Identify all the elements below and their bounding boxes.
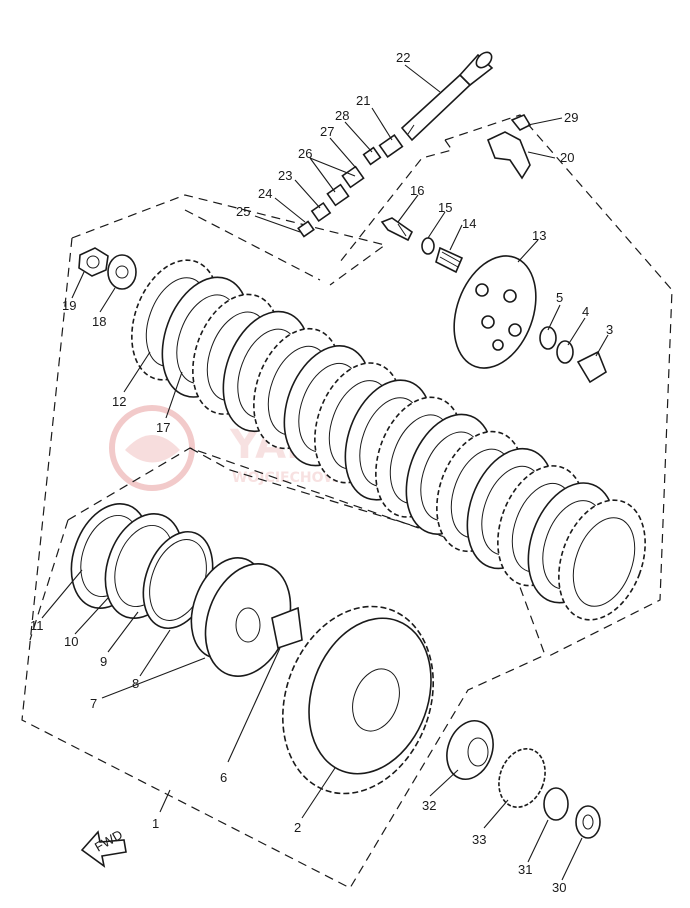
friction-plate xyxy=(558,499,646,621)
primary-driven-gear xyxy=(281,605,435,795)
bolt-spring-set xyxy=(380,217,464,274)
callout-10: 10 xyxy=(64,634,78,649)
callout-28: 28 xyxy=(335,108,349,123)
callout-16: 16 xyxy=(410,183,424,198)
clutch-plate-stack xyxy=(131,259,646,621)
callout-8: 8 xyxy=(132,676,139,691)
damper-springs xyxy=(70,502,214,630)
callout-4: 4 xyxy=(582,304,589,319)
callout-30: 30 xyxy=(552,880,566,895)
callout-numbers: 22 21 28 27 26 23 24 25 29 20 16 15 14 1… xyxy=(30,50,613,895)
callout-14: 14 xyxy=(462,216,476,231)
callout-12: 12 xyxy=(112,394,126,409)
release-lever xyxy=(486,113,532,180)
callout-2: 2 xyxy=(294,820,301,835)
plate-inner-ring xyxy=(572,517,636,607)
nut-washer xyxy=(78,247,137,290)
callout-22: 22 xyxy=(396,50,410,65)
small-bearing-parts xyxy=(297,133,404,238)
callout-29: 29 xyxy=(564,110,578,125)
callout-15: 15 xyxy=(438,200,452,215)
callout-5: 5 xyxy=(556,290,563,305)
callout-13: 13 xyxy=(532,228,546,243)
callout-11: 11 xyxy=(30,618,44,633)
push-rod-shaft xyxy=(400,51,494,142)
callout-31: 31 xyxy=(518,862,532,877)
callout-25: 25 xyxy=(236,204,250,219)
callout-3: 3 xyxy=(606,322,613,337)
callout-23: 23 xyxy=(278,168,292,183)
release-bearing-set xyxy=(539,326,607,384)
callout-6: 6 xyxy=(220,770,227,785)
callout-21: 21 xyxy=(356,93,370,108)
callout-1: 1 xyxy=(152,816,159,831)
leader-lines xyxy=(41,64,609,881)
group-outlines xyxy=(21,114,673,889)
pressure-plate xyxy=(453,255,537,369)
callout-32: 32 xyxy=(422,798,436,813)
clutch-boss xyxy=(190,556,303,677)
callout-26: 26 xyxy=(298,146,312,161)
callout-19: 19 xyxy=(62,298,76,313)
callout-9: 9 xyxy=(100,654,107,669)
callout-17: 17 xyxy=(156,420,170,435)
bearing-set xyxy=(446,720,601,839)
callout-18: 18 xyxy=(92,314,106,329)
callout-27: 27 xyxy=(320,124,334,139)
forward-direction-arrow: FWD xyxy=(80,827,127,868)
callout-33: 33 xyxy=(472,832,486,847)
callout-20: 20 xyxy=(560,150,574,165)
callout-24: 24 xyxy=(258,186,272,201)
callout-7: 7 xyxy=(90,696,97,711)
